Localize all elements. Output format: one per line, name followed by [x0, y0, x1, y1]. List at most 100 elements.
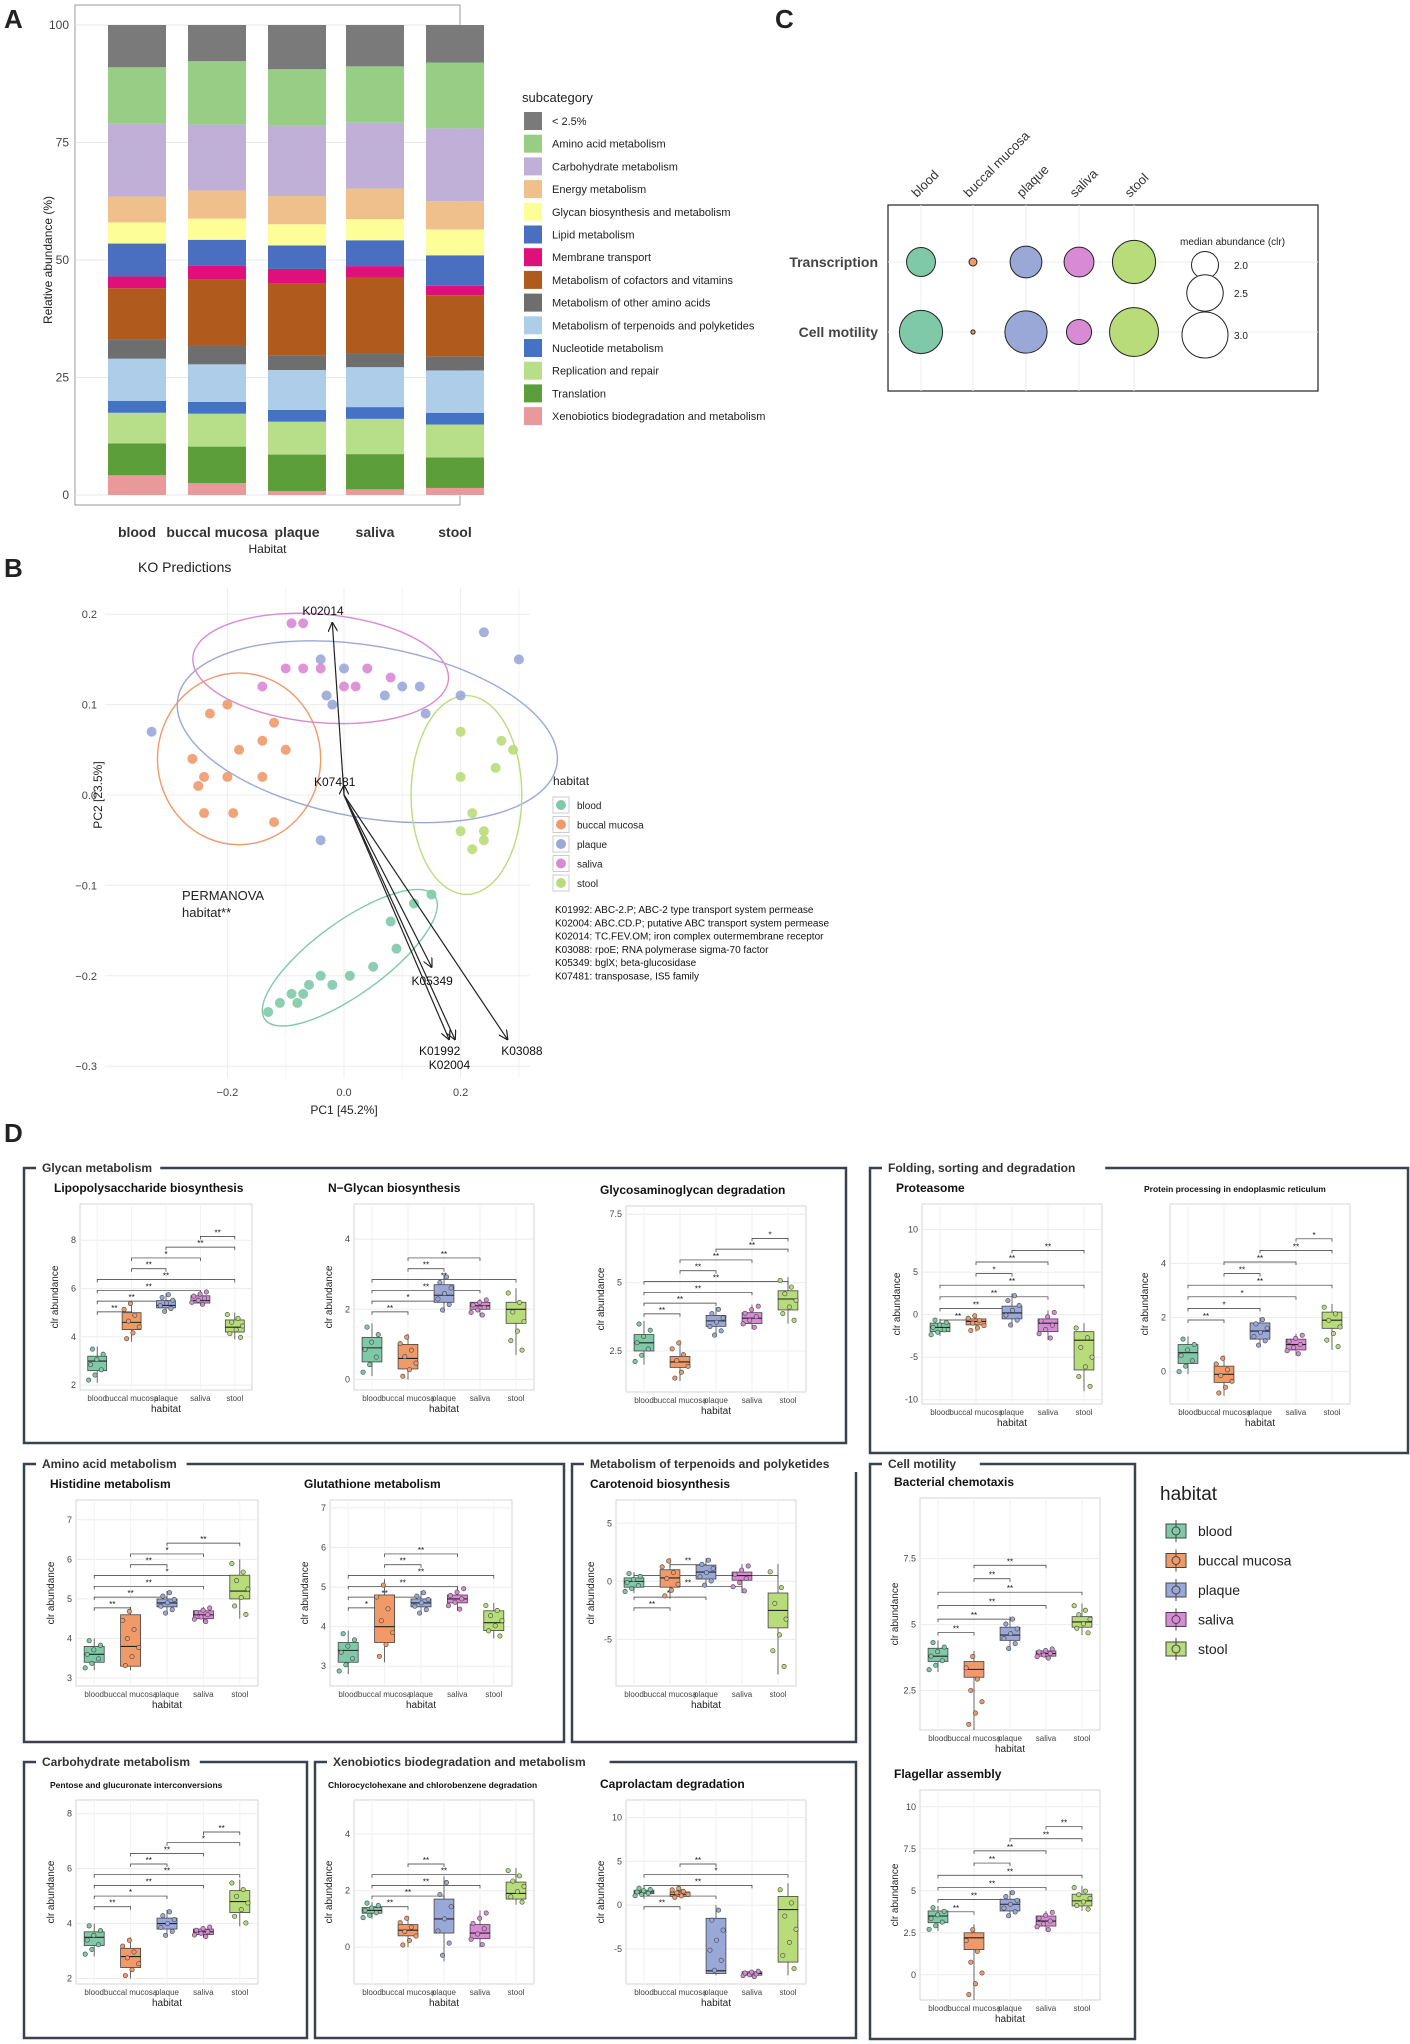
box [87, 1355, 108, 1372]
significance-bracket [130, 1853, 204, 1857]
plot-title: Pentose and glucuronate interconversions [50, 1780, 223, 1790]
jitter-point [634, 1889, 640, 1895]
bar-segment [188, 25, 246, 62]
jitter-point [715, 1907, 721, 1913]
y-tick-label: 3 [67, 1673, 72, 1683]
significance-bracket [93, 1585, 204, 1590]
jitter-point [772, 1600, 778, 1606]
jitter-point [459, 1596, 465, 1602]
bar-segment [268, 491, 326, 495]
jitter-point [1220, 1355, 1226, 1361]
jitter-point [979, 1970, 985, 1976]
x-tick-label: plaque [274, 524, 319, 540]
significance-bracket [975, 1273, 1013, 1277]
significance-label: ** [971, 1611, 977, 1620]
y-tick-label: −0.3 [75, 1061, 97, 1073]
legend-label: Translation [552, 388, 606, 400]
jitter-point [435, 1296, 441, 1302]
x-tick-label: −0.2 [217, 1087, 239, 1099]
jitter-point [120, 1943, 126, 1949]
jitter-point [631, 1577, 637, 1583]
legend-label: stool [577, 879, 598, 890]
jitter-point [91, 1647, 97, 1653]
jitter-point [1082, 1364, 1088, 1370]
jitter-point [712, 1967, 718, 1973]
bar-segment [188, 413, 246, 447]
significance-label: ** [405, 1888, 411, 1897]
jitter-point [207, 1924, 213, 1930]
bar-segment [108, 288, 166, 340]
jitter-point [1264, 1325, 1270, 1331]
jitter-point [198, 1930, 204, 1936]
jitter-point [423, 1607, 429, 1613]
x-tick-label: blood [634, 1988, 654, 1997]
jitter-point [91, 1932, 97, 1938]
significance-bracket [643, 1302, 717, 1307]
significance-label: ** [164, 1867, 170, 1876]
group-title-bg [36, 1754, 200, 1770]
jitter-point [739, 1567, 745, 1573]
box [505, 1301, 527, 1324]
x-tick-label: blood [84, 1690, 104, 1699]
legend-label: buccal mucosa [1198, 1553, 1292, 1569]
bubble [1065, 318, 1093, 346]
x-tick-label: buccal mucosa [381, 1988, 435, 1997]
scatter-point [321, 690, 332, 701]
jitter-point [519, 1899, 525, 1905]
jitter-point [414, 1593, 420, 1599]
jitter-point [448, 1904, 454, 1910]
bar-segment [268, 25, 326, 70]
jitter-point [745, 1563, 751, 1569]
jitter-point [165, 1292, 171, 1298]
scatter-point [222, 771, 233, 782]
significance-label: ** [955, 1312, 961, 1321]
jitter-point [966, 1992, 972, 1998]
jitter-point [198, 1614, 204, 1620]
x-axis-label: habitat [152, 1998, 182, 2009]
x-tick-label: plaque [432, 1988, 457, 1997]
x-tick-label: stool [1074, 2004, 1091, 2013]
jitter-point [203, 1289, 209, 1295]
jitter-point [1014, 1317, 1020, 1323]
jitter-point [350, 1656, 356, 1662]
jitter-point [674, 1890, 680, 1896]
significance-label: * [164, 1250, 167, 1259]
jitter-point [935, 1912, 941, 1918]
bar-segment [188, 279, 246, 346]
group-1: Folding, sorting and degradationProteaso… [868, 1160, 1410, 1455]
jitter-point [408, 1924, 414, 1930]
y-tick-label: 5 [607, 1518, 612, 1528]
y-axis-label: clr abundance [300, 1561, 311, 1624]
jitter-point [168, 1306, 174, 1312]
bubble [1111, 239, 1157, 285]
jitter-point [505, 1868, 511, 1874]
group-frame [22, 1166, 848, 1445]
y-tick-label: 4 [67, 1919, 72, 1929]
jitter-point [680, 1352, 686, 1358]
jitter-point [974, 1676, 980, 1682]
significance-bracket [643, 1874, 789, 1878]
significance-label: ** [695, 1877, 701, 1886]
jitter-point [1191, 1342, 1197, 1348]
jitter-point [488, 1613, 494, 1619]
jitter-point [1047, 1918, 1053, 1924]
jitter-point [1326, 1317, 1332, 1323]
legend-swatch [524, 270, 542, 289]
plot-title: Proteasome [896, 1181, 965, 1195]
jitter-point [100, 1351, 106, 1357]
jitter-point [127, 1301, 133, 1307]
bar-segment [188, 218, 246, 240]
jitter-point [239, 1323, 245, 1329]
y-tick-label: 4 [345, 1234, 350, 1244]
jitter-point [167, 1909, 173, 1915]
bar-segment [108, 358, 166, 401]
legend-label: buccal mucosa [577, 821, 644, 832]
jitter-point [1293, 1335, 1299, 1341]
scatter-point [292, 997, 303, 1008]
jitter-point [793, 1297, 799, 1303]
jitter-point [678, 1369, 684, 1375]
jitter-point [136, 1645, 142, 1651]
panel-letter-c: C [775, 4, 794, 34]
significance-label: ** [418, 1568, 424, 1577]
bar-segment [188, 364, 246, 402]
